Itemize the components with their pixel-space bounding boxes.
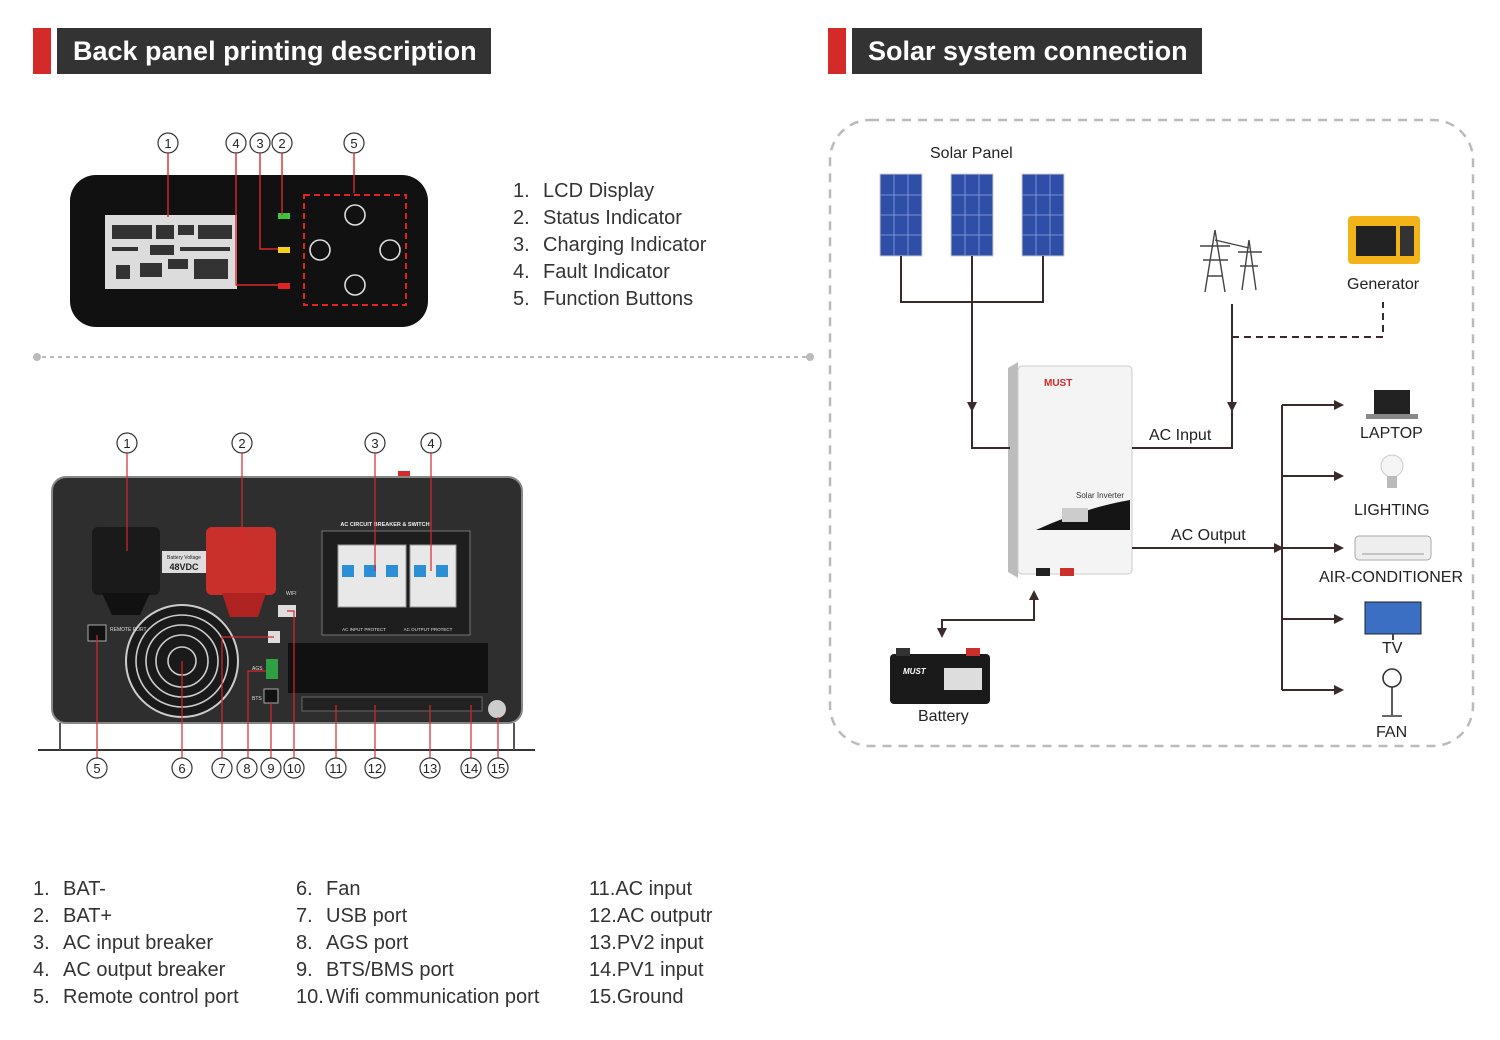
front-callout-2: 2: [278, 136, 285, 151]
status-indicator-led: [278, 213, 290, 219]
front-callout-1: 1: [164, 136, 171, 151]
back-callout-2: 2: [238, 436, 245, 451]
front-panel-diagram: 1 4 3 2 5: [70, 132, 428, 327]
legend-item: 5.Remote control port: [33, 986, 239, 1008]
ags-port: [266, 659, 278, 679]
back-callout-15: 15: [491, 761, 505, 776]
light-bulb-icon: [1380, 454, 1404, 488]
grid-tower-icon: [1200, 229, 1262, 293]
back-legend-col3: 11.AC input 12.AC outputr 13.PV2 input 1…: [589, 876, 712, 1011]
legend-item: 1.BAT-: [33, 878, 106, 900]
air-conditioner-icon: [1354, 535, 1432, 561]
solar-panels: [879, 173, 1065, 257]
header-accent-bar: [33, 28, 51, 74]
back-callout-4: 4: [427, 436, 434, 451]
battery-icon: [890, 648, 990, 704]
back-callout-6: 6: [178, 761, 185, 776]
solar-inverter: [1008, 362, 1133, 578]
breaker-title: AC CIRCUIT BREAKER & SWITCH: [340, 522, 429, 528]
back-callout-5: 5: [93, 761, 100, 776]
ags-label: AGS: [252, 666, 263, 672]
back-callout-11: 11: [329, 761, 343, 776]
terminal-cover: [288, 643, 488, 693]
battery-label: Battery: [918, 708, 969, 725]
back-callout-8: 8: [243, 761, 250, 776]
load-tv-label: TV: [1382, 640, 1403, 657]
ground-terminal: [488, 700, 506, 718]
generator-icon: [1348, 216, 1420, 264]
legend-item: 4.Fault Indicator: [513, 261, 670, 283]
legend-item: 9.BTS/BMS port: [296, 959, 454, 981]
back-panel-diagram: 1 2 3 4 Battery Voltage 48VDC REMOTE POR…: [38, 432, 535, 779]
function-button-up: [344, 204, 366, 226]
laptop-icon: [1366, 390, 1418, 419]
front-callout-5: 5: [350, 136, 357, 151]
system-boundary: [828, 118, 1475, 748]
charging-indicator-led: [278, 247, 290, 253]
back-legend-col1: 1.BAT- 2.BAT+ 3.AC input breaker 4.AC ou…: [33, 876, 239, 1011]
legend-item: 13.PV2 input: [589, 932, 704, 954]
legend-item: 5.Function Buttons: [513, 288, 694, 310]
front-callout-3: 3: [256, 136, 263, 151]
generator-label: Generator: [1347, 276, 1420, 293]
function-button-down: [344, 274, 366, 296]
back-callout-13: 13: [423, 761, 437, 776]
back-callout-10: 10: [287, 761, 301, 776]
back-callout-12: 12: [368, 761, 382, 776]
solar-connection-title: Solar system connection: [852, 28, 1202, 74]
legend-item: 4.AC output breaker: [33, 959, 226, 981]
fan-icon: [1382, 668, 1402, 717]
wifi-label: WIFI: [286, 591, 297, 597]
ac-input-protect-label: AC INPUT PROTECT: [342, 627, 386, 632]
back-callout-7: 7: [218, 761, 225, 776]
legend-item: 7.USB port: [296, 905, 408, 927]
ac-output-protect-label: AC OUTPUT PROTECT: [404, 627, 453, 632]
back-callout-9: 9: [267, 761, 274, 776]
back-panel-title: Back panel printing description: [57, 28, 491, 74]
fault-indicator-led: [278, 283, 290, 289]
battery-brand: MUST: [903, 667, 927, 676]
front-callout-4: 4: [232, 136, 239, 151]
load-fan-label: FAN: [1376, 724, 1408, 741]
terminal-block: [301, 696, 483, 712]
tv-icon: [1364, 601, 1422, 640]
legend-item: 1.LCD Display: [513, 180, 655, 202]
inverter-label: Solar Inverter: [1076, 491, 1124, 500]
back-callout-14: 14: [464, 761, 478, 776]
legend-item: 2.BAT+: [33, 905, 113, 927]
load-air-conditioner-label: AIR-CONDITIONER: [1319, 569, 1463, 586]
section-separator: [33, 353, 814, 361]
header-accent-bar: [828, 28, 846, 74]
legend-item: 10.Wifi communication port: [296, 986, 540, 1008]
ac-input-label: AC Input: [1149, 427, 1212, 444]
ac-output-label: AC Output: [1171, 527, 1246, 544]
inverter-brand: MUST: [1044, 378, 1072, 389]
legend-item: 11.AC input: [589, 878, 693, 900]
bat-minus-terminal: [92, 527, 160, 595]
voltage-value: 48VDC: [169, 562, 199, 572]
legend-item: 6.Fan: [296, 878, 361, 900]
battery-voltage-label: Battery Voltage: [167, 555, 201, 561]
function-button-right: [379, 239, 401, 261]
back-callout-1: 1: [123, 436, 130, 451]
legend-item: 2.Status Indicator: [513, 207, 682, 229]
legend-item: 15.Ground: [589, 986, 684, 1008]
legend-item: 3.Charging Indicator: [513, 234, 707, 256]
front-panel-legend: 1.LCD Display 2.Status Indicator 3.Charg…: [513, 178, 706, 313]
bat-plus-terminal: [206, 527, 276, 595]
load-laptop-label: LAPTOP: [1360, 425, 1423, 442]
solar-panel-label: Solar Panel: [930, 145, 1013, 162]
legend-item: 8.AGS port: [296, 932, 409, 954]
function-button-left: [309, 239, 331, 261]
remote-port-label: REMOTE PORT: [110, 627, 147, 633]
back-legend-col2: 6.Fan 7.USB port 8.AGS port 9.BTS/BMS po…: [296, 876, 539, 1011]
load-lighting-label: LIGHTING: [1354, 502, 1430, 519]
function-buttons-area: [303, 194, 407, 306]
back-callout-3: 3: [371, 436, 378, 451]
bts-label: BTS: [252, 696, 262, 702]
legend-item: 3.AC input breaker: [33, 932, 214, 954]
legend-item: 12.AC outputr: [589, 905, 713, 927]
legend-item: 14.PV1 input: [589, 959, 704, 981]
